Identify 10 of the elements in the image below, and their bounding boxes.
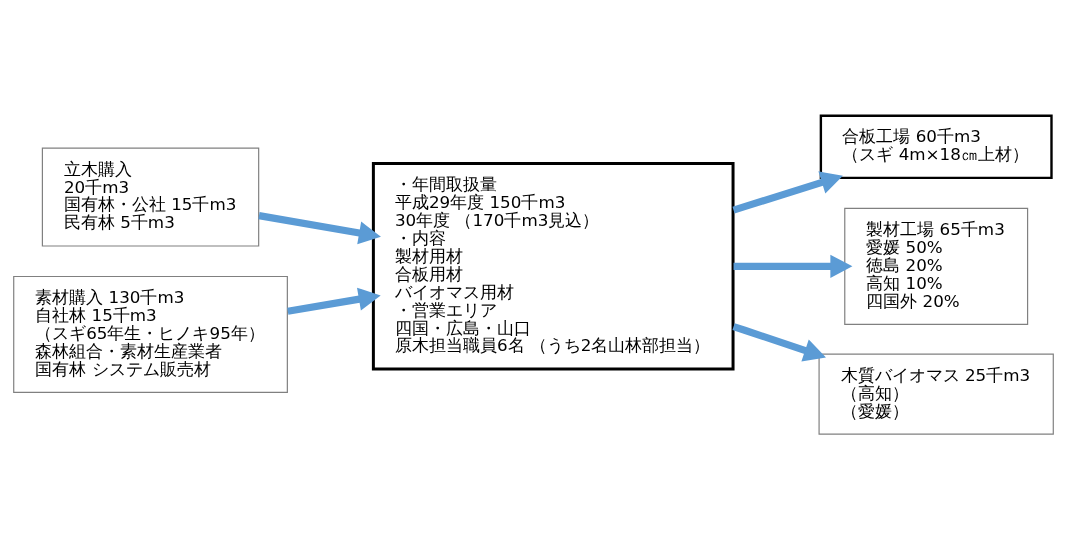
node-box: 製材工場 65千m3 愛媛 50% 徳島 20% 高知 10% 四国外 20% [844, 207, 1029, 325]
arrow [287, 287, 381, 315]
arrow [258, 211, 381, 244]
node-box: ・年間取扱量 平成29年度 150千m3 30年度 （170千m3見込） ・内容 製材用材 合板用材 バイオマス用材 ・営業エリア 四国・広島・山口 原木担当職員6名 （うち2名山林部担当） [371, 161, 735, 371]
arrow [732, 170, 843, 213]
node-box: 木質バイオマス 25千m3 （高知） （愛媛） [818, 353, 1054, 435]
arrow [732, 322, 826, 362]
node-box: 素材購入 130千m3 自社林 15千m3 （スギ65年生・ヒノキ95年） 森林組合・素材生産業者 国有林 システム販売材 [13, 275, 288, 393]
node-box: 立木購入 20千m3 国有林・公社 15千m3 民有林 5千m3 [41, 146, 260, 247]
node-box: 合板工場 60千m3 （スギ 4m×18㎝上材） [819, 114, 1053, 179]
